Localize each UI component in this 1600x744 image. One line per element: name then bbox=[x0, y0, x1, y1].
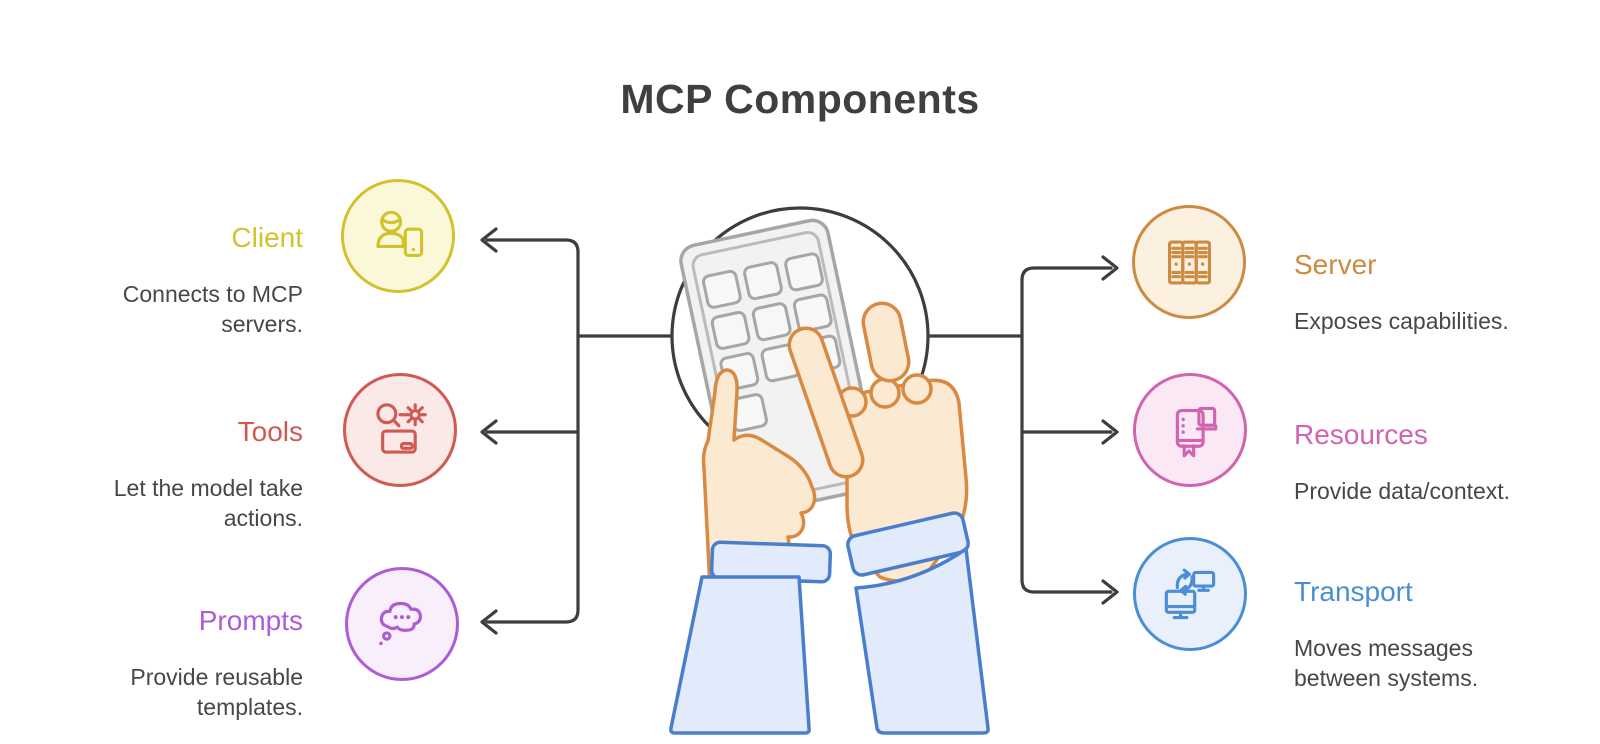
prompts-label: Prompts bbox=[198, 605, 303, 636]
transport-text: Transport Moves messages between systems… bbox=[1294, 573, 1584, 693]
books-icon bbox=[1175, 406, 1217, 457]
prompts-circle bbox=[345, 567, 459, 681]
resources-circle bbox=[1133, 373, 1247, 487]
resources-desc: Provide data/context. bbox=[1294, 478, 1511, 504]
resources-label: Resources bbox=[1294, 419, 1428, 450]
person-tablet-icon bbox=[375, 210, 423, 257]
connector-left bbox=[480, 227, 674, 635]
client-desc: Connects to MCP servers. bbox=[122, 281, 303, 337]
monitors-sync-icon bbox=[1164, 568, 1215, 619]
search-gear-box-icon bbox=[375, 402, 427, 454]
page-title: MCP Components bbox=[620, 76, 980, 122]
transport-circle bbox=[1133, 537, 1247, 651]
right-hand bbox=[787, 301, 969, 583]
client-label: Client bbox=[231, 222, 303, 253]
transport-label: Transport bbox=[1294, 576, 1413, 607]
connector-right bbox=[926, 255, 1119, 605]
thought-bubble-icon bbox=[378, 601, 422, 645]
prompts-desc: Provide reusable templates. bbox=[130, 664, 303, 720]
resources-text: Resources Provide data/context. bbox=[1294, 416, 1584, 506]
server-circle bbox=[1132, 205, 1246, 319]
client-circle bbox=[341, 179, 455, 293]
tools-circle bbox=[343, 373, 457, 487]
prompts-text: Prompts Provide reusable templates. bbox=[13, 602, 303, 722]
transport-desc: Moves messages between systems. bbox=[1294, 635, 1479, 691]
tools-desc: Let the model take actions. bbox=[113, 475, 303, 531]
sleeves bbox=[669, 511, 990, 735]
server-text: Server Exposes capabilities. bbox=[1294, 246, 1584, 336]
server-label: Server bbox=[1294, 249, 1377, 280]
client-text: Client Connects to MCP servers. bbox=[13, 219, 303, 339]
tools-text: Tools Let the model take actions. bbox=[13, 413, 303, 533]
server-racks-icon bbox=[1167, 239, 1211, 285]
tools-label: Tools bbox=[237, 416, 303, 447]
server-desc: Exposes capabilities. bbox=[1294, 308, 1509, 334]
